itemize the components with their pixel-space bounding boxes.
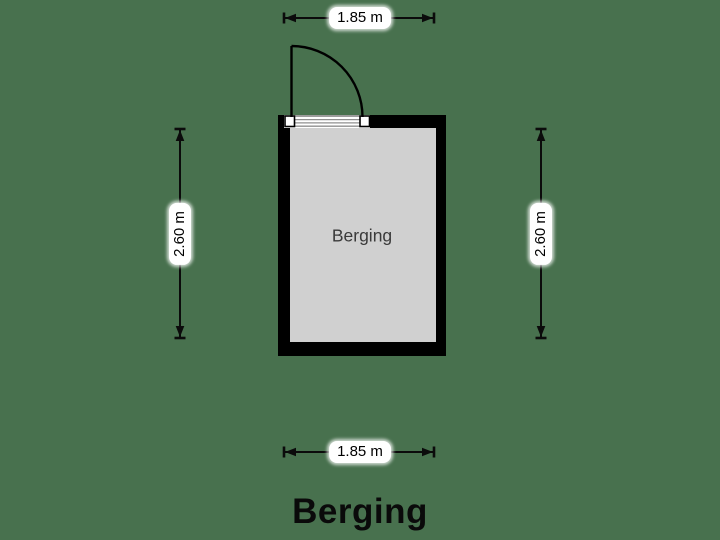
room-floor (290, 128, 436, 342)
dimension-label-bottom: 1.85 m (329, 441, 391, 463)
door-jamb-right (359, 115, 371, 128)
room (278, 115, 446, 356)
door-jamb-left (284, 115, 296, 128)
page-title: Berging (292, 492, 428, 531)
dimension-label-top: 1.85 m (329, 7, 391, 29)
room-name-label: Berging (331, 225, 393, 246)
door (290, 44, 364, 118)
door-swing-arc (291, 44, 364, 118)
threshold-background (284, 115, 370, 128)
dimension-label-left: 2.60 m (169, 203, 191, 265)
dimension-label-right: 2.60 m (530, 203, 552, 265)
door-threshold (284, 115, 371, 128)
